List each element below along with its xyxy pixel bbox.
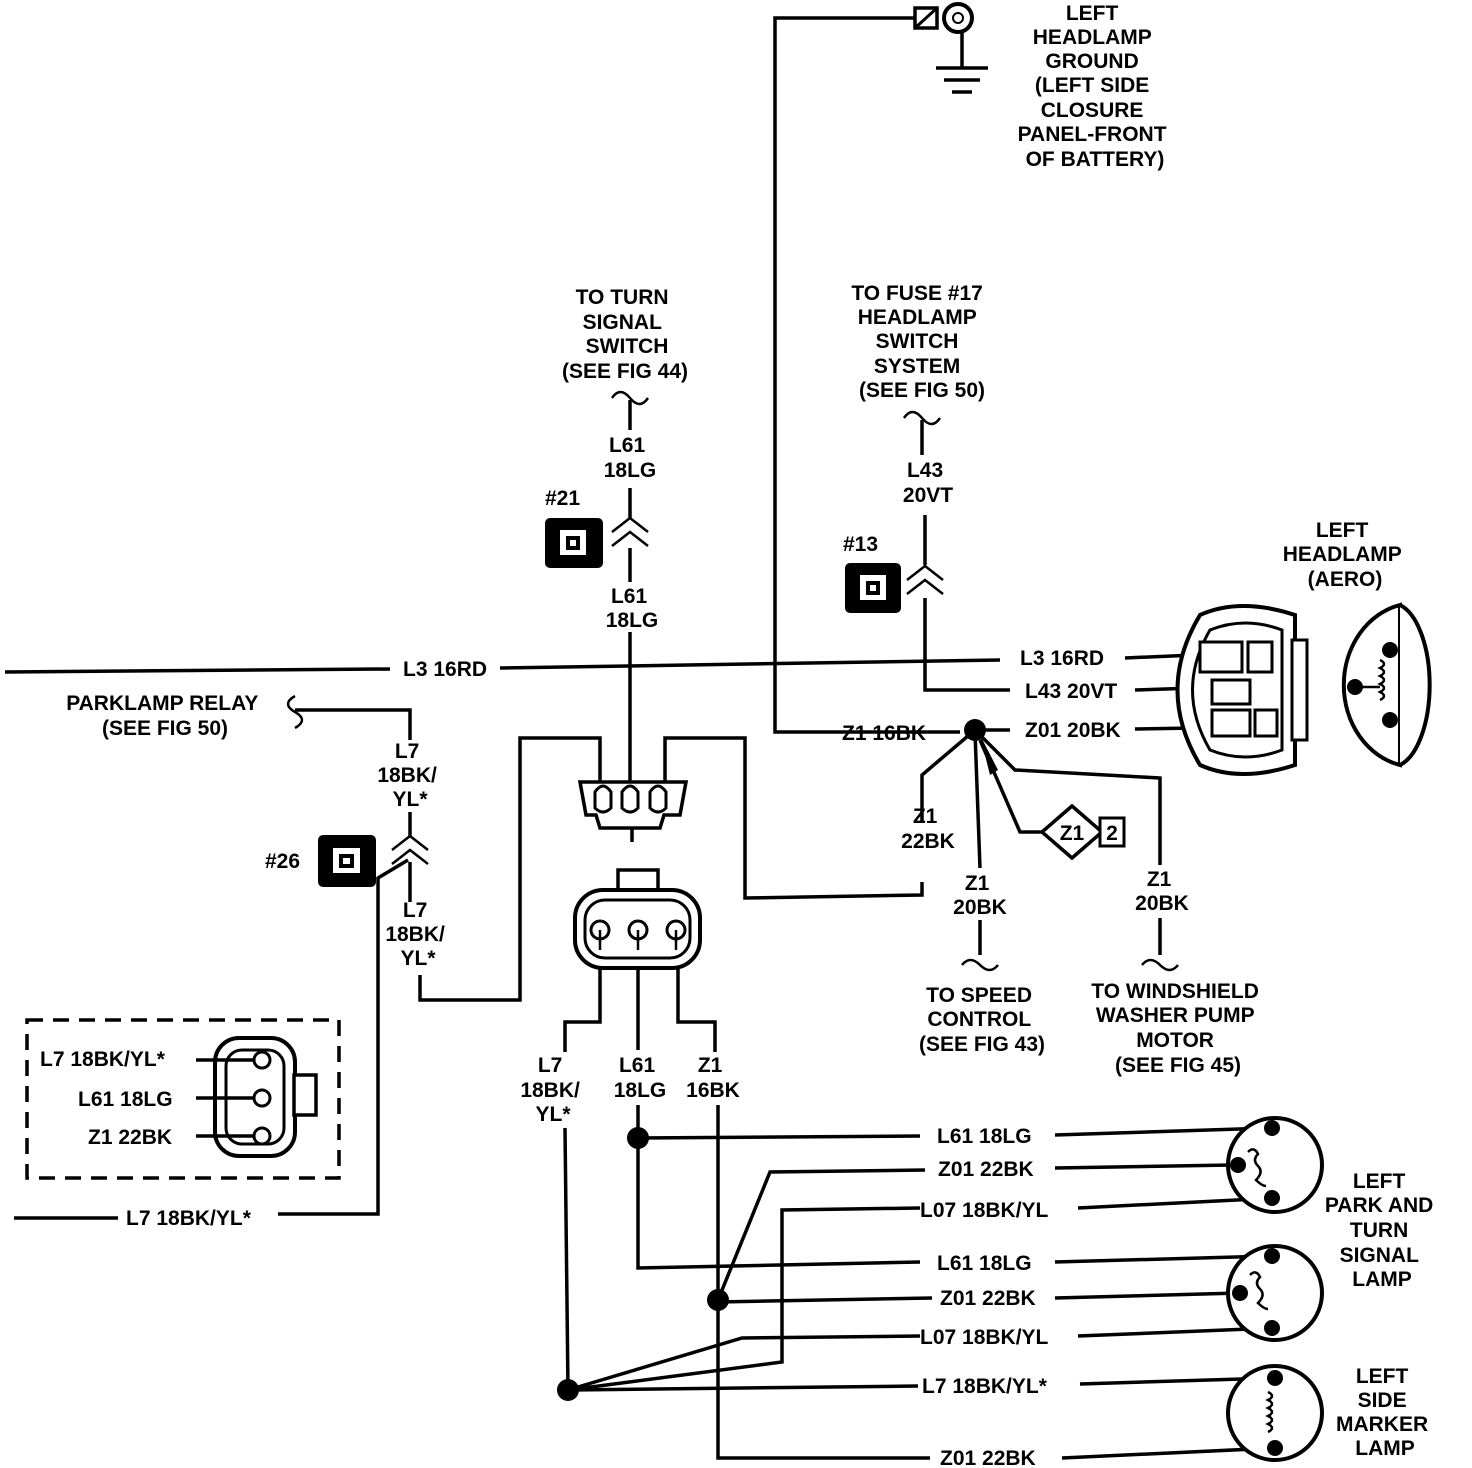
connector-21-icon	[545, 518, 603, 568]
connector-21-label: #21	[545, 487, 580, 510]
inset-pin-3: Z1 22BK	[88, 1126, 172, 1149]
headlamp-bulb-icon	[1341, 602, 1432, 768]
wire-label-l43-top: L43 20VT	[903, 459, 953, 507]
wire-lines	[4, 16, 1276, 1460]
lamp-wire-label-4: L61 18LG	[937, 1252, 1032, 1275]
label-parklamp-relay: PARKLAMP RELAY (SEE FIG 50)	[66, 692, 264, 740]
lamp-wire-label-8: Z01 22BK	[940, 1447, 1036, 1468]
park-turn-lamp-lower-icon	[1226, 1244, 1324, 1342]
wire-label-l61-mid: L61 18LG	[606, 585, 659, 632]
break-marks	[286, 390, 1179, 972]
wire-label-z1-bottom: Z1 16BK	[686, 1054, 740, 1102]
wire-label-l61-top: L61 18LG	[604, 434, 657, 482]
wire-label-l7-bottom: L7 18BK/ YL*	[520, 1054, 585, 1126]
wire-label-l7-left-bottom: L7 18BK/YL*	[126, 1207, 252, 1230]
inset-pin-1: L7 18BK/YL*	[40, 1048, 166, 1071]
lamp-wire-label-1: L61 18LG	[937, 1125, 1032, 1148]
inset-pin-2: L61 18LG	[78, 1088, 173, 1111]
splice-diamond: Z1 2	[1039, 803, 1126, 861]
wire-label-z1-20bk-b: Z1 20BK	[1135, 868, 1189, 915]
wire-label-z1-22bk: Z1 22BK	[901, 805, 955, 853]
wire-label-l3-right: L3 16RD	[1020, 647, 1104, 670]
main-connector	[573, 868, 702, 970]
label-turn-signal-switch: TO TURN SIGNAL SWITCH (SEE FIG 44)	[562, 286, 688, 383]
label-park-turn-lamp: LEFT PARK AND TURN SIGNAL LAMP	[1325, 1170, 1439, 1291]
svg-text:Z1: Z1	[1060, 822, 1085, 845]
ground-icon	[913, 2, 988, 94]
lamp-wire-label-7: L7 18BK/YL*	[922, 1375, 1048, 1398]
label-washer-pump: TO WINDSHIELD WASHER PUMP MOTOR (SEE FIG…	[1091, 980, 1264, 1077]
connector-13-label: #13	[843, 533, 878, 556]
park-turn-lamp-upper-icon	[1226, 1116, 1324, 1214]
splice-dots	[557, 719, 986, 1401]
splice-arrow	[980, 735, 998, 775]
lamp-wire-label-2: Z01 22BK	[938, 1158, 1034, 1181]
wire-label-l43-right: L43 20VT	[1025, 680, 1117, 703]
terminal-block-top	[577, 780, 689, 842]
wire-label-z1-20bk-a: Z1 20BK	[953, 872, 1007, 919]
label-headlamp-ground: LEFT HEADLAMP GROUND (LEFT SIDE CLOSURE …	[1018, 2, 1173, 171]
wire-label-l3-left: L3 16RD	[403, 658, 487, 681]
lamp-wire-label-5: Z01 22BK	[940, 1287, 1036, 1310]
inset-connector-box: L7 18BK/YL* L61 18LG Z1 22BK	[25, 1018, 341, 1180]
svg-text:2: 2	[1106, 822, 1118, 845]
wire-label-l61-bottom: L61 18LG	[614, 1054, 667, 1102]
lamp-wire-label-3: L07 18BK/YL	[920, 1199, 1049, 1222]
connector-26-label: #26	[265, 850, 300, 873]
side-marker-lamp-icon	[1226, 1364, 1324, 1462]
headlamp-connector-icon	[1175, 604, 1309, 776]
label-fuse-17: TO FUSE #17 HEADLAMP SWITCH SYSTEM (SEE …	[851, 282, 988, 402]
connector-chevrons	[391, 516, 944, 865]
lamp-wire-label-6: L07 18BK/YL	[920, 1326, 1049, 1349]
label-left-headlamp: LEFT HEADLAMP (AERO)	[1283, 519, 1407, 591]
wire-label-z01-20bk: Z01 20BK	[1025, 719, 1121, 742]
connector-26-icon	[318, 835, 376, 887]
connector-13-icon	[845, 563, 901, 613]
wire-label-l7-top: L7 18BK/ YL*	[377, 740, 442, 811]
wire-label-z1-16bk: Z1 16BK	[842, 722, 926, 745]
label-side-marker-lamp: LEFT SIDE MARKER LAMP	[1336, 1365, 1434, 1460]
label-speed-control: TO SPEED CONTROL (SEE FIG 43)	[919, 984, 1045, 1056]
wire-label-l7-mid: L7 18BK/ YL*	[385, 899, 450, 970]
